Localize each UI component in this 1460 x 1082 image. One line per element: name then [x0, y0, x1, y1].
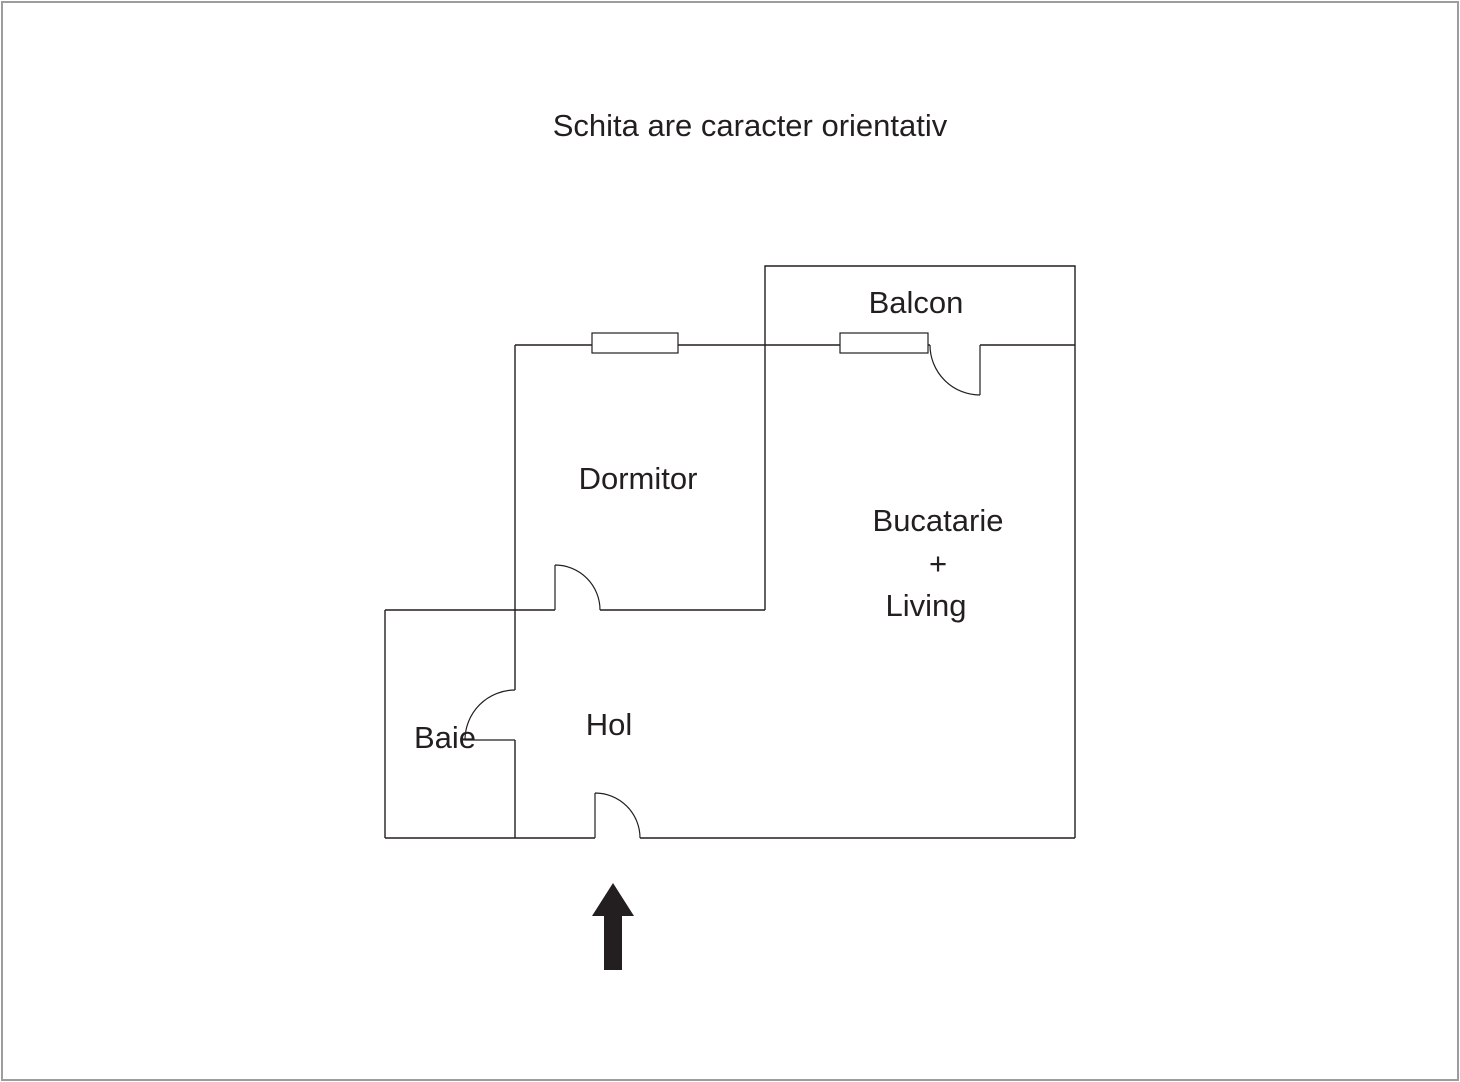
windows: [591, 332, 929, 354]
bucatarie-label-line3: Living: [886, 588, 967, 623]
balcon-door-icon: [929, 344, 981, 396]
balcon-outline: [764, 265, 1076, 345]
balcon-label: Balcon: [869, 285, 964, 320]
dormitor-window-icon: [591, 332, 679, 354]
bucatarie-label-line1: Bucatarie: [873, 503, 1004, 538]
dormitor-label: Dormitor: [579, 461, 698, 496]
baie-label: Baie: [414, 720, 476, 755]
entrance-door-icon: [594, 792, 641, 839]
baie-door-icon: [464, 689, 516, 741]
bucatarie-window-icon: [839, 332, 929, 354]
entrance-arrow-icon: [592, 883, 634, 970]
dormitor-door-icon: [554, 564, 601, 611]
bucatarie-label-line2: +: [929, 546, 947, 581]
page-title: Schita are caracter orientativ: [553, 108, 948, 143]
room-labels: Balcon Dormitor Bucatarie + Living Baie …: [414, 285, 1004, 755]
hol-label: Hol: [586, 707, 633, 742]
floorplan-walls: [384, 265, 1076, 839]
doors: [464, 344, 981, 839]
